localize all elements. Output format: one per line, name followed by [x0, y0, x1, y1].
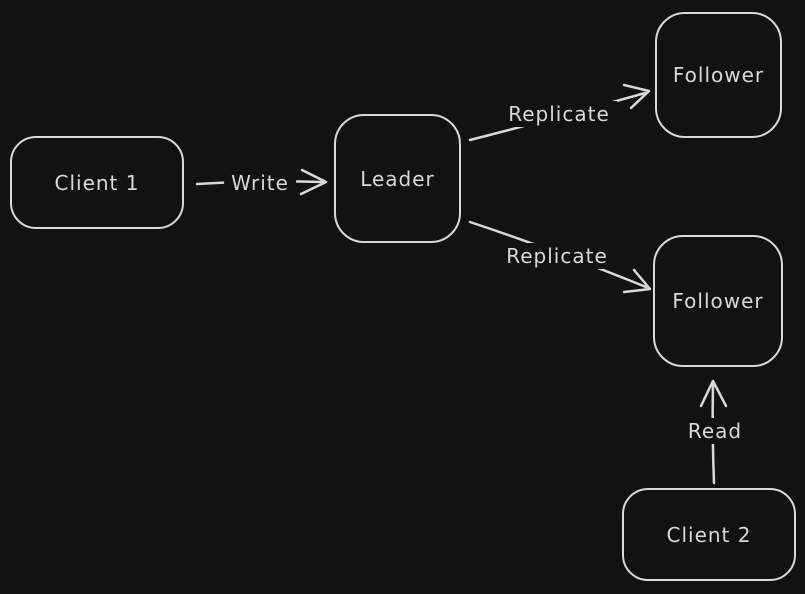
node-follower-top: Follower: [655, 12, 782, 138]
node-client-2: Client 2: [622, 488, 796, 581]
edge-label-read: Read: [680, 418, 750, 444]
node-client-1: Client 1: [10, 136, 184, 229]
node-leader: Leader: [334, 114, 461, 243]
replicate-bottom-arrowhead-icon: [622, 268, 652, 294]
write-arrowhead-icon: [299, 168, 328, 196]
replicate-top-arrowhead-icon: [622, 83, 651, 110]
node-follower-top-label: Follower: [672, 63, 765, 87]
edge-label-replicate-bottom: Replicate: [499, 243, 615, 269]
edge-label-replicate-top: Replicate: [501, 101, 617, 127]
node-client-2-label: Client 2: [666, 522, 752, 547]
node-follower-bottom-label: Follower: [672, 289, 764, 313]
edge-label-write: Write: [224, 170, 296, 196]
node-client-1-label: Client 1: [54, 170, 140, 195]
read-arrowhead-icon: [699, 379, 728, 408]
node-follower-bottom: Follower: [653, 235, 783, 367]
node-leader-label: Leader: [360, 166, 435, 191]
